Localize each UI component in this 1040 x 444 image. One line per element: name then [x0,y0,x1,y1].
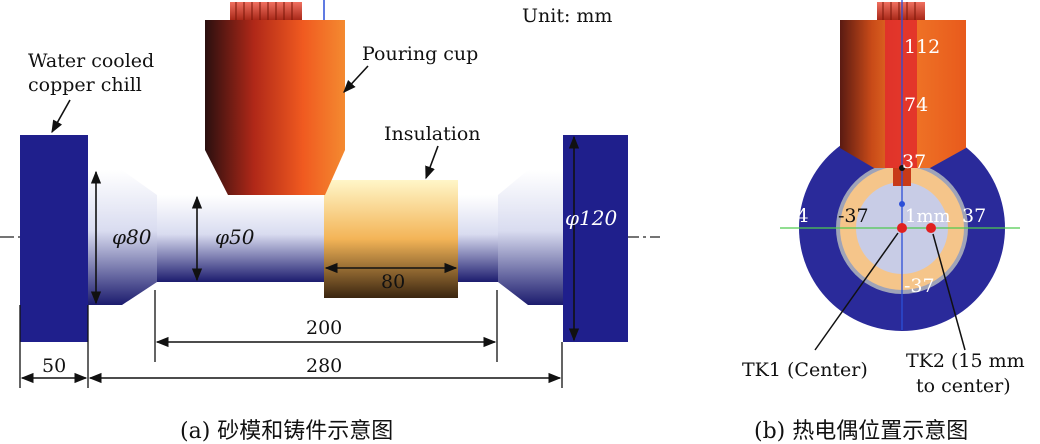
tk1-marker [897,223,907,233]
tick-37 [899,165,905,171]
label-37-right: 37 [962,205,986,227]
dim-80-label: 80 [381,271,405,293]
pouring-cup-front [840,2,966,186]
panel-a: Unit: mm Water cooled copper chill Pouri… [0,0,660,444]
extension-lines [19,290,563,388]
insulation-leader [425,145,439,180]
chill-label-line2: copper chill [28,74,142,96]
pouring-cup [205,2,345,195]
tk2-label-line1: TK2 (15 mm [906,350,1025,372]
label-112: 112 [904,36,940,58]
tk1-label: TK1 (Center) [742,359,868,381]
casting-body [88,170,563,305]
caption-b: (b) 热电偶位置示意图 [754,419,968,444]
insulation-sleeve [324,180,458,298]
chill-leader [51,99,71,134]
unit-label: Unit: mm [522,5,612,27]
insulation-label: Insulation [384,123,481,145]
pouring-cup-leader [343,65,369,93]
dim-200-label: 200 [306,317,342,339]
left-copper-chill [20,135,88,342]
caption-a: (a) 砂模和铸件示意图 [180,419,393,444]
label-m37-bottom: -37 [904,275,935,297]
dim-phi50-label: φ50 [215,225,255,249]
label-1mm: 1mm [905,206,951,227]
label-m74: -74 [778,205,809,227]
label-37-top: 37 [902,151,926,173]
panel-b: 112 74 37 -74 -37 1mm 37 -37 TK1 (Center… [742,0,1025,444]
dim-280-label: 280 [306,355,342,377]
chill-label-line1: Water cooled [28,50,154,72]
tick-upper [899,201,905,207]
tk2-label-line2: to center) [916,375,1011,397]
tk1-leader [814,232,899,351]
dim-50-label: 50 [42,355,66,377]
tk2-leader [932,233,966,351]
tk2-marker [926,223,936,233]
dim-phi80-label: φ80 [112,225,152,249]
label-m37: -37 [838,205,869,227]
pouring-cup-label: Pouring cup [362,43,478,65]
dim-phi120-label: φ120 [565,206,617,230]
label-74: 74 [904,94,928,116]
right-copper-chill [563,135,628,342]
